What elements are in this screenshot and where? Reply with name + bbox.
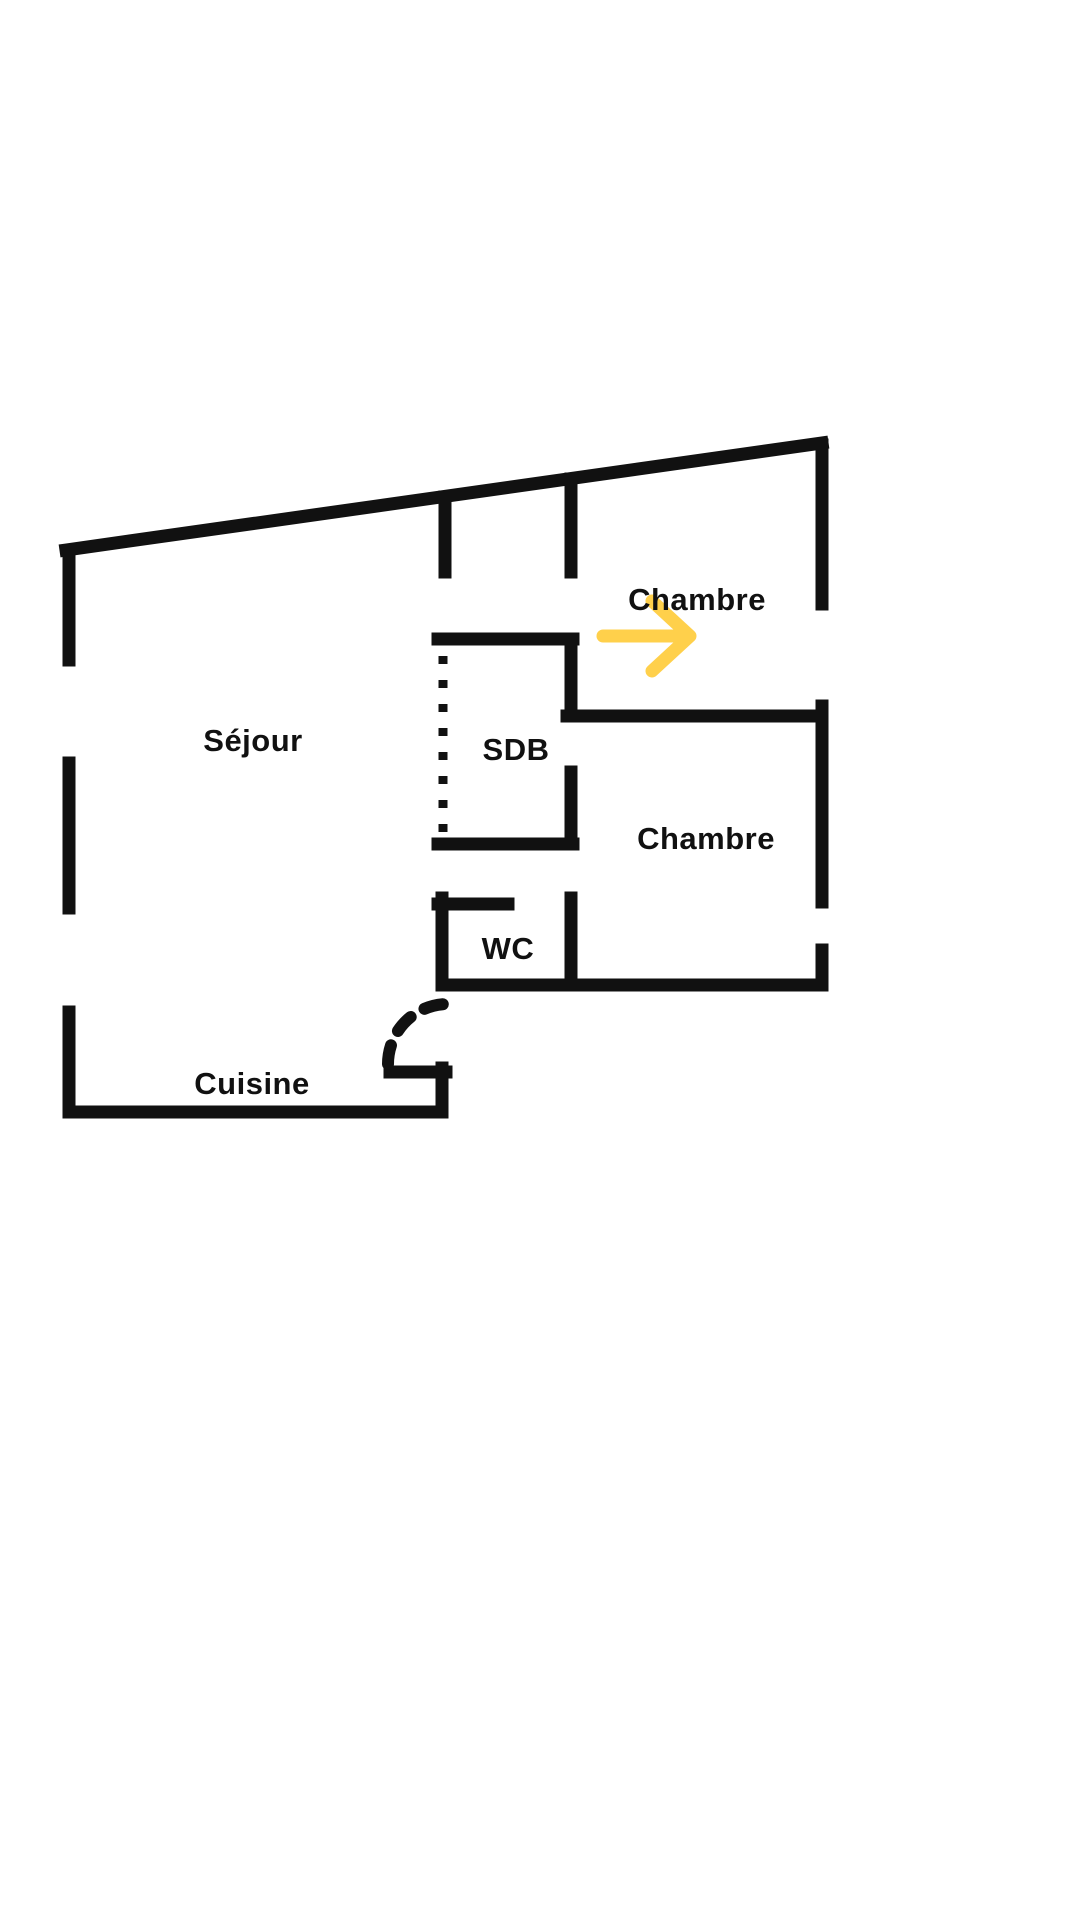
door-swing-arc [382, 998, 454, 1070]
room-label-sejour: Séjour [203, 723, 303, 758]
arrow-right-icon [596, 594, 697, 678]
walls [58, 435, 830, 1119]
room-label-cuisine: Cuisine [194, 1066, 310, 1101]
room-label-chambre-bottom: Chambre [637, 821, 775, 856]
room-label-wc: WC [481, 931, 535, 966]
room-label-chambre-top: Chambre [628, 582, 766, 617]
room-label-sdb: SDB [482, 732, 550, 767]
